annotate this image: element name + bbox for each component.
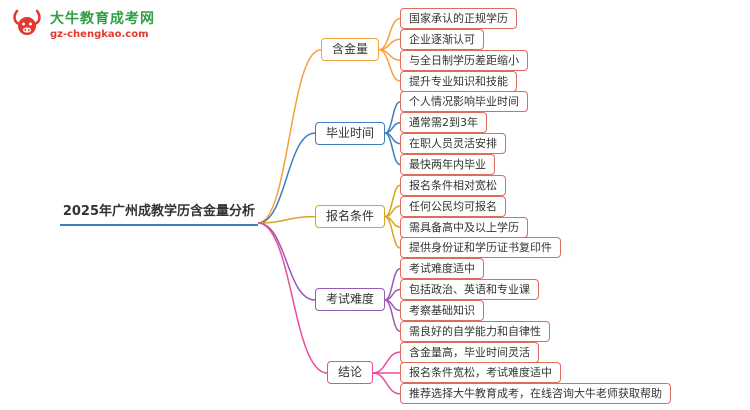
- leaf-node: 需具备高中及以上学历: [400, 216, 528, 238]
- connector-edge: [372, 351, 401, 374]
- leaf-node: 通常需2到3年: [400, 112, 487, 134]
- leaf-node: 与全日制学历差距缩小: [400, 49, 528, 71]
- branch-node: 毕业时间: [315, 121, 386, 145]
- leaf-node: 任何公民均可报名: [400, 195, 506, 217]
- leaf-node: 提升专业知识和技能: [400, 70, 517, 92]
- connector-edge: [257, 222, 328, 374]
- leaf-node: 企业逐渐认可: [400, 28, 484, 50]
- connector-edge: [257, 222, 316, 301]
- connector-edge: [257, 132, 316, 224]
- root-topic: 2025年广州成教学历含金量分析: [59, 200, 258, 226]
- leaf-node: 需良好的自学能力和自律性: [400, 320, 550, 342]
- connector-edge: [384, 299, 401, 332]
- site-logo[interactable]: 大牛教育成考网 gz-chengkao.com: [10, 8, 155, 44]
- connector-edge: [257, 49, 322, 224]
- leaf-node: 最快两年内毕业: [400, 153, 495, 175]
- site-name: 大牛教育成考网: [50, 11, 155, 27]
- logo-text: 大牛教育成考网 gz-chengkao.com: [50, 11, 155, 41]
- connector-edge: [384, 215, 401, 249]
- leaf-node: 考察基础知识: [400, 299, 484, 321]
- site-domain: gz-chengkao.com: [50, 28, 149, 40]
- leaf-node: 包括政治、英语和专业课: [400, 279, 539, 301]
- leaf-node: 推荐选择大牛教育成考，在线咨询大牛老师获取帮助: [400, 383, 671, 405]
- leaf-node: 含金量高，毕业时间灵活: [400, 341, 539, 363]
- branch-node: 报名条件: [315, 205, 386, 229]
- leaf-node: 报名条件相对宽松: [400, 174, 506, 196]
- leaf-node: 在职人员灵活安排: [400, 133, 506, 155]
- branch-node: 结论: [327, 361, 374, 385]
- leaf-node: 考试难度适中: [400, 258, 484, 280]
- leaf-node: 国家承认的正规学历: [400, 8, 517, 29]
- connector-edge: [372, 372, 401, 395]
- connector-edge: [257, 215, 316, 224]
- branch-node: 考试难度: [315, 288, 386, 312]
- leaf-node: 报名条件宽松，考试难度适中: [400, 362, 561, 384]
- bull-icon: [10, 8, 44, 44]
- connector-edge: [378, 49, 401, 82]
- leaf-node: 个人情况影响毕业时间: [400, 91, 528, 113]
- connector-edge: [384, 132, 401, 166]
- leaf-node: 提供身份证和学历证书复印件: [400, 237, 561, 259]
- branch-node: 含金量: [321, 38, 380, 62]
